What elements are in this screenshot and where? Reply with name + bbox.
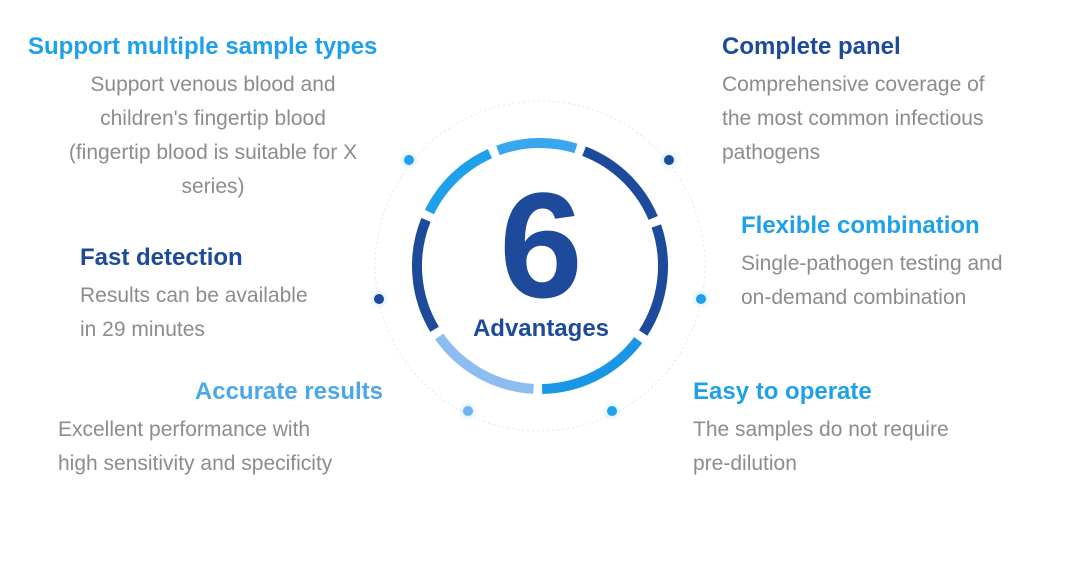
description-line: series) — [181, 175, 245, 198]
ring-segment-bottom-right — [541, 336, 643, 394]
advantage-description: The samples do not require pre-dilution — [693, 413, 1033, 481]
advantage-title: Fast detection — [80, 244, 243, 271]
ring-segment-top — [496, 138, 578, 156]
connector-dot-core — [664, 155, 674, 165]
connector-dot-complete-panel — [659, 150, 679, 170]
description-line: pre-dilution — [693, 452, 797, 475]
description-line: Results can be available — [80, 284, 308, 307]
ring-segment-left — [412, 218, 439, 332]
advantage-description: Single-pathogen testing and on-demand co… — [741, 247, 1071, 315]
advantage-flexible-combination: Flexible combination Single-pathogen tes… — [741, 211, 1071, 315]
description-line: Excellent performance with — [58, 418, 311, 441]
description-line: children's fingertip blood — [100, 107, 326, 130]
description-line: on-demand combination — [741, 286, 967, 309]
connector-dot-fast-detection — [369, 289, 389, 309]
advantage-description: Support venous blood and children's fing… — [28, 68, 398, 204]
advantage-title: Accurate results — [194, 378, 383, 405]
description-line: Single-pathogen testing and — [741, 252, 1003, 275]
ring-segments — [412, 138, 668, 394]
advantage-multiple-sample-types: Support multiple sample types Support ve… — [28, 32, 428, 204]
description-line: Comprehensive coverage of — [722, 73, 985, 96]
connector-dot-core — [374, 294, 384, 304]
connector-dots — [369, 150, 711, 421]
description-line: in 29 minutes — [80, 318, 205, 341]
advantage-easy-to-operate: Easy to operate The samples do not requi… — [693, 377, 1033, 481]
advantage-description: Excellent performance with high sensitiv… — [58, 413, 383, 481]
description-line: (fingertip blood is suitable for X — [68, 141, 358, 164]
connector-dot-flexible-combination — [691, 289, 711, 309]
center-label: Advantages — [472, 315, 610, 342]
connector-dot-core — [404, 155, 414, 165]
ring-segment-top-left — [424, 149, 493, 215]
advantage-complete-panel: Complete panel Comprehensive coverage of… — [722, 32, 1062, 170]
advantage-title: Easy to operate — [693, 378, 872, 405]
ring-segment-top-right — [582, 146, 658, 220]
ring-segment-bottom-left — [435, 333, 534, 394]
connector-dot-easy-to-operate — [602, 401, 622, 421]
connector-dot-sample-types — [399, 150, 419, 170]
description-line: The samples do not require — [693, 418, 949, 441]
connector-dot-accurate-results — [458, 401, 478, 421]
advantage-description: Results can be available in 29 minutes — [80, 279, 352, 347]
advantage-accurate-results: Accurate results Excellent performance w… — [58, 377, 383, 481]
outer-dotted-ring — [374, 100, 706, 432]
advantage-title: Complete panel — [722, 33, 901, 60]
description-line: Support venous blood and — [90, 73, 336, 96]
description-line: pathogens — [722, 141, 821, 164]
description-line: high sensitivity and specificity — [58, 452, 333, 475]
connector-dot-core — [696, 294, 706, 304]
connector-dot-core — [607, 406, 617, 416]
description-line: the most common infectious — [722, 107, 984, 130]
ring-segment-right — [638, 224, 668, 336]
connector-dot-core — [463, 406, 473, 416]
advantage-description: Comprehensive coverage of the most commo… — [722, 68, 1062, 170]
advantage-count: 6 — [499, 161, 583, 329]
advantage-title: Flexible combination — [741, 212, 980, 239]
advantage-fast-detection: Fast detection Results can be available … — [80, 243, 360, 347]
advantage-title: Support multiple sample types — [28, 33, 378, 60]
